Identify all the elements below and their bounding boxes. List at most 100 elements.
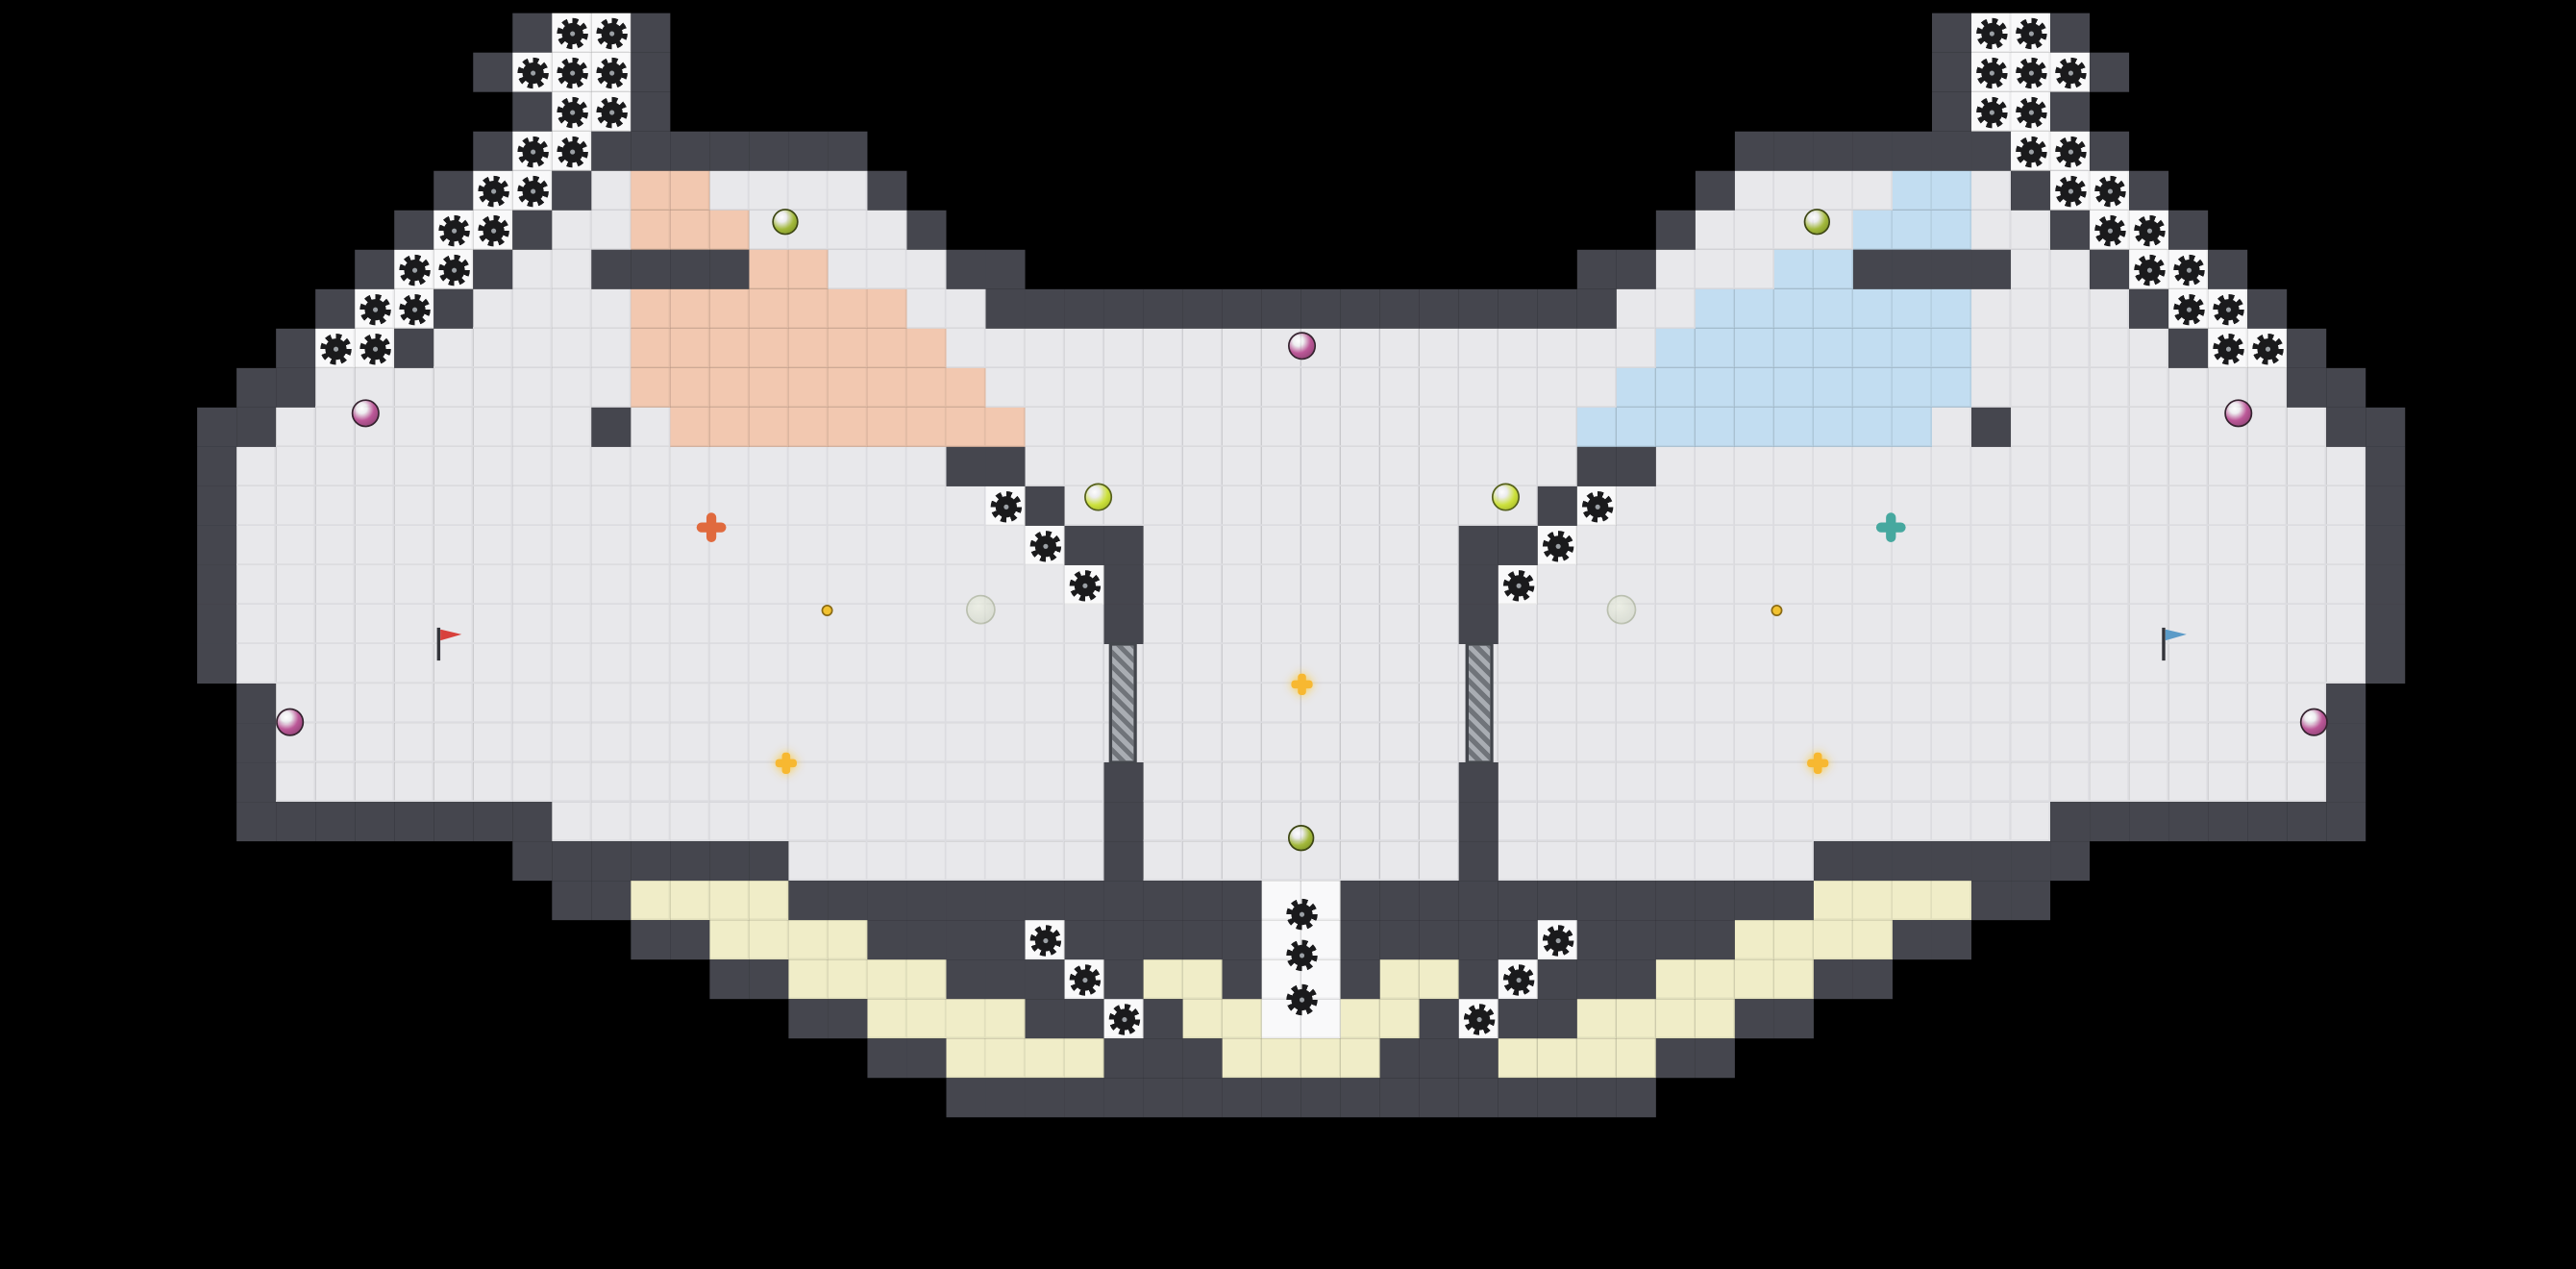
- tile-floor: [1892, 684, 1932, 724]
- tile-floor: [1340, 525, 1380, 565]
- tile-floor: [1695, 564, 1735, 605]
- tile-wall: [1222, 288, 1262, 329]
- mine-gear-icon: [1028, 924, 1061, 956]
- tile-wall: [1498, 288, 1538, 329]
- tile-floor: [394, 604, 434, 644]
- tile-floor: [1931, 564, 1972, 605]
- tile-floor: [1537, 762, 1577, 803]
- tile-wall: [1537, 485, 1577, 526]
- tile-floor: [1222, 604, 1262, 644]
- tile-floor: [433, 564, 474, 605]
- tile-floor: [1379, 802, 1420, 842]
- tile-floor: [591, 762, 632, 803]
- tile-floor: [355, 762, 395, 803]
- tile-wall: [197, 525, 237, 565]
- tile-floor: [2247, 684, 2288, 724]
- tile-floor: [828, 249, 868, 289]
- tile-floor: [2050, 288, 2091, 329]
- tile-floor-blue-zone: [1734, 367, 1774, 408]
- tile-floor: [2050, 328, 2091, 368]
- tile-wall: [1537, 288, 1577, 329]
- tile-floor: [1419, 684, 1459, 724]
- tile-floor: [1576, 762, 1617, 803]
- tile-floor: [552, 525, 592, 565]
- mine-gear-icon: [556, 95, 588, 128]
- tile-floor: [1340, 841, 1380, 882]
- tile-wall: [1498, 881, 1538, 921]
- tile-floor: [1931, 525, 1972, 565]
- tile-floor: [1182, 328, 1223, 368]
- tile-wall: [1971, 131, 2012, 171]
- game-map[interactable]: [0, 12, 2576, 1118]
- mine-gear-icon: [437, 254, 469, 286]
- tile-floor: [1971, 723, 2012, 763]
- tile-wall: [1616, 881, 1656, 921]
- tile-floor: [1222, 485, 1262, 526]
- green-ball: [1287, 825, 1315, 852]
- tile-floor: [315, 367, 356, 408]
- tile-floor: [1537, 407, 1577, 447]
- tile-floor: [1458, 446, 1499, 486]
- tile-floor: [2129, 407, 2169, 447]
- tile-wall: [1222, 959, 1262, 1000]
- tile-floor: [1261, 762, 1301, 803]
- tile-floor: [1419, 604, 1459, 644]
- tile-wall: [1695, 1038, 1735, 1079]
- tile-wall: [236, 684, 277, 724]
- tile-floor: [2050, 564, 2091, 605]
- tile-floor: [709, 564, 750, 605]
- tile-wall: [1537, 881, 1577, 921]
- tile-floor: [1064, 802, 1104, 842]
- tile-floor: [2090, 684, 2130, 724]
- tile-floor: [1655, 723, 1696, 763]
- tile-floor: [1852, 723, 1893, 763]
- tile-floor: [1182, 407, 1223, 447]
- tile-wall: [1340, 959, 1380, 1000]
- tile-wall: [236, 407, 277, 447]
- tile-floor: [1616, 841, 1656, 882]
- tile-floor: [1655, 485, 1696, 526]
- tile-floor: [591, 723, 632, 763]
- tile-floor-blue-zone: [1931, 328, 1972, 368]
- tile-floor: [946, 643, 986, 684]
- tile-wall: [1773, 131, 1814, 171]
- tile-floor-blue-zone: [1773, 288, 1814, 329]
- tile-wall: [867, 170, 907, 211]
- tile-floor-cream-zone: [906, 999, 947, 1039]
- tile-floor: [1222, 723, 1262, 763]
- tile-floor-red-zone: [828, 407, 868, 447]
- tile-wall: [1300, 1078, 1341, 1118]
- tile-floor: [867, 723, 907, 763]
- mine-gear-icon: [1463, 1003, 1495, 1034]
- tile-wall: [1222, 881, 1262, 921]
- tile-floor: [473, 446, 513, 486]
- tile-floor: [1025, 762, 1065, 803]
- tile-floor: [906, 802, 947, 842]
- tile-floor: [1261, 643, 1301, 684]
- tile-floor: [867, 762, 907, 803]
- tile-floor-cream-zone: [1261, 1038, 1301, 1079]
- tile-floor: [946, 485, 986, 526]
- tile-floor: [1695, 841, 1735, 882]
- tile-floor: [591, 802, 632, 842]
- tile-floor: [1340, 407, 1380, 447]
- tile-floor-cream-zone: [1773, 959, 1814, 1000]
- tile-floor: [2208, 525, 2248, 565]
- tile-floor: [2090, 288, 2130, 329]
- tile-floor: [1064, 446, 1104, 486]
- tile-wall: [1813, 841, 1853, 882]
- tile-floor: [1222, 328, 1262, 368]
- tile-floor: [1064, 407, 1104, 447]
- tile-floor: [2090, 762, 2130, 803]
- tile-floor: [1182, 525, 1223, 565]
- tile-floor-cream-zone: [670, 881, 710, 921]
- tile-wall: [1458, 288, 1499, 329]
- tile-floor: [1813, 604, 1853, 644]
- tile-wall: [236, 802, 277, 842]
- tile-wall: [2168, 802, 2209, 842]
- tile-floor: [512, 367, 553, 408]
- tile-floor: [1537, 604, 1577, 644]
- tile-wall: [1379, 920, 1420, 960]
- tile-wall: [709, 249, 750, 289]
- tile-floor: [512, 485, 553, 526]
